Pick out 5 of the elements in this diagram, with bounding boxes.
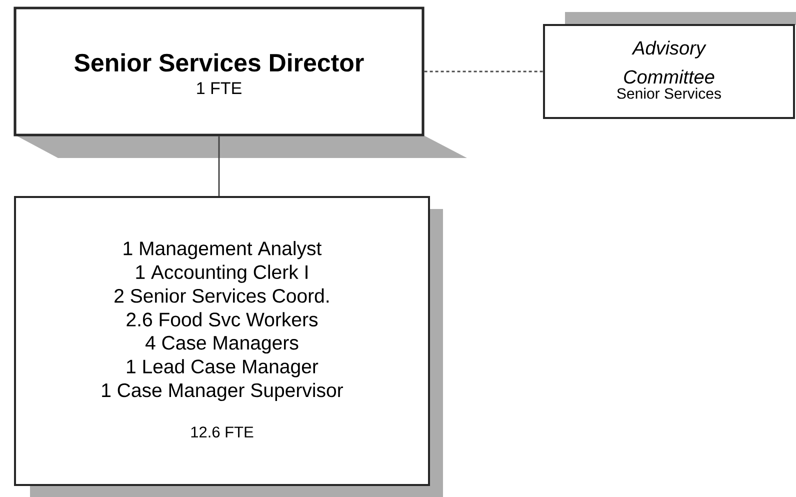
org-box: 1 Management Analyst 1 Accounting Clerk I 2 Senior Services Coord. 2.6 Food Svc Workers 4 Case Managers 1 Lead Case Manager 1 Case Manager Supervisor 12.6 FTE bbox=[14, 196, 443, 497]
connector-line bbox=[424, 70, 543, 72]
org-box: Senior Services Director 1 FTE bbox=[14, 6, 467, 158]
org-box: Advisory Committee Senior Services bbox=[543, 12, 796, 119]
connector-line bbox=[218, 136, 220, 196]
